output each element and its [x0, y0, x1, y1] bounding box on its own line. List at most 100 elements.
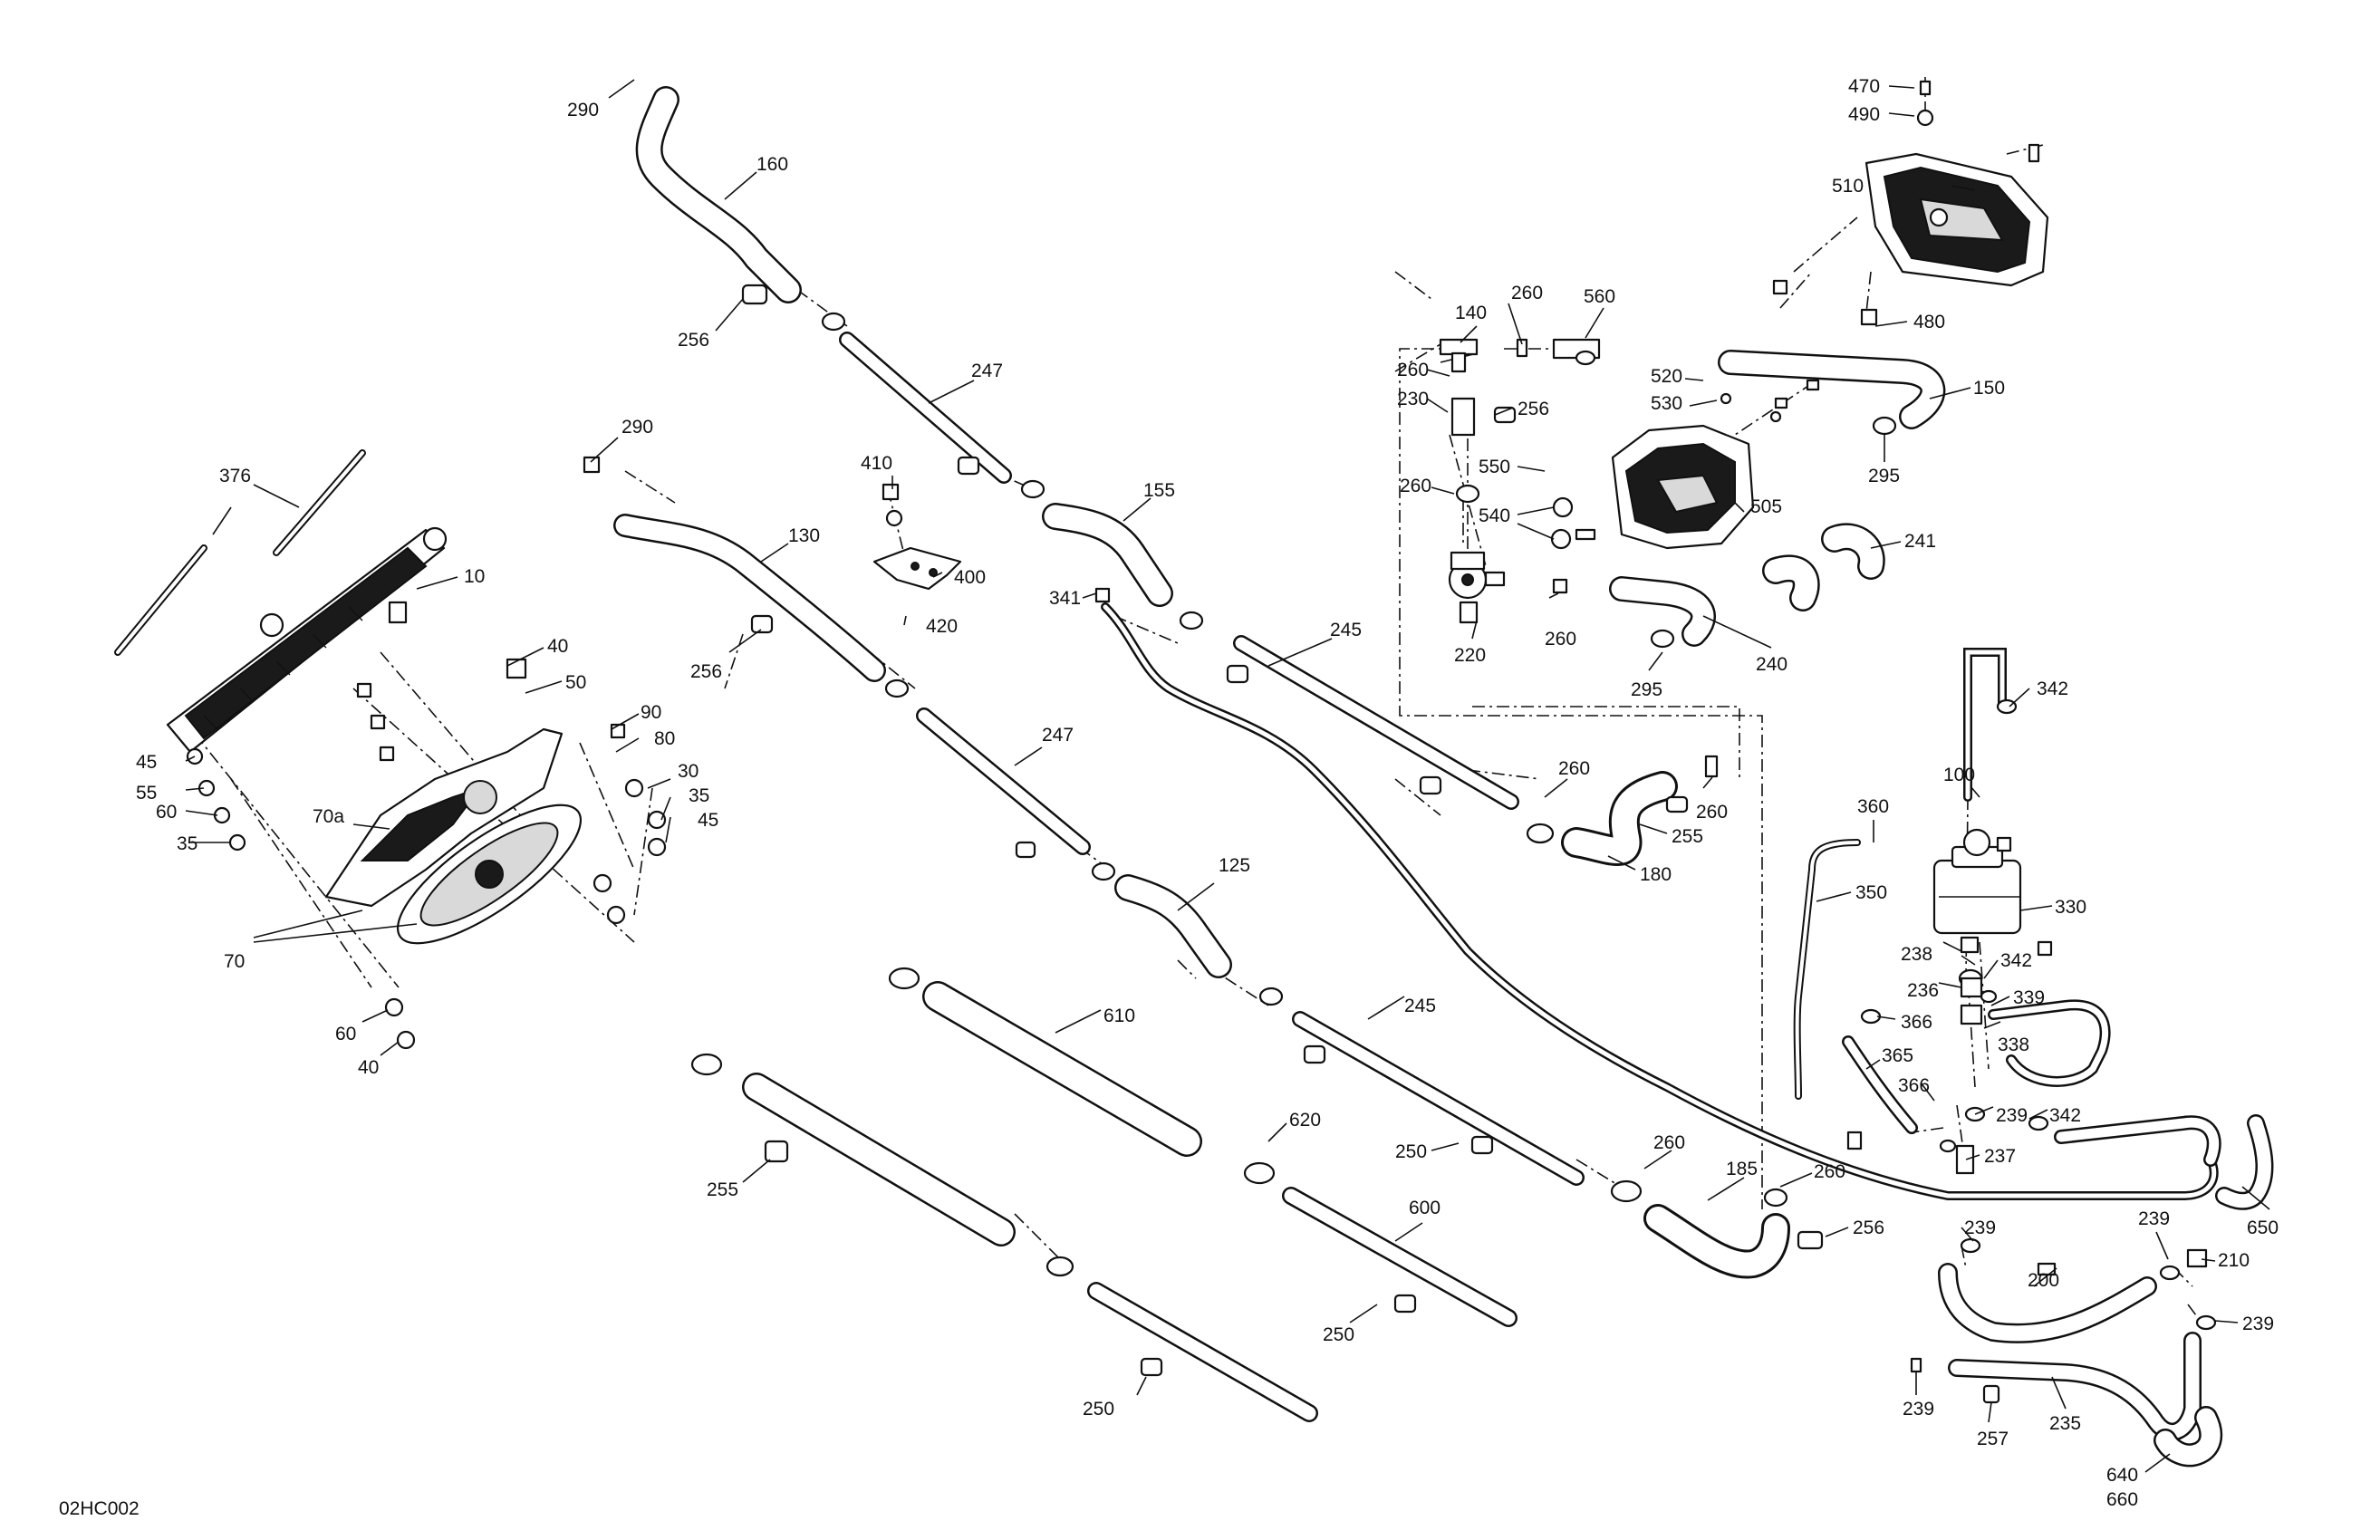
rods-376: [114, 449, 366, 656]
callout-245: 245: [1404, 996, 1436, 1016]
hose-100: [1963, 648, 2007, 802]
callout-540: 540: [1479, 505, 1510, 526]
hose-339: [1988, 999, 2111, 1087]
callout-650: 650: [2247, 1218, 2279, 1238]
tee-140: [1439, 338, 1479, 437]
fan-70: [396, 804, 583, 945]
callout-255: 255: [707, 1179, 738, 1200]
callout-247: 247: [971, 361, 1003, 381]
line-341: [1101, 602, 2219, 1200]
callout-342: 342: [2000, 950, 2032, 971]
callout-260: 260: [1400, 476, 1431, 496]
callout-256: 256: [690, 661, 722, 682]
callout-247: 247: [1042, 725, 1074, 746]
diagram-reference-code: 02HC002: [59, 1498, 140, 1519]
callout-40: 40: [358, 1057, 379, 1078]
tube-250-lower: [1087, 1282, 1318, 1422]
hose-clamps: [741, 284, 2000, 1404]
callout-180: 180: [1640, 864, 1672, 885]
callout-45: 45: [698, 810, 718, 831]
callout-239: 239: [2138, 1208, 2170, 1229]
callout-239: 239: [1903, 1399, 1934, 1420]
callout-160: 160: [756, 154, 788, 175]
callout-45: 45: [136, 752, 157, 773]
callout-260: 260: [1653, 1132, 1685, 1153]
callout-420: 420: [926, 616, 958, 637]
callout-260: 260: [1558, 758, 1590, 779]
callout-238: 238: [1901, 944, 1932, 965]
callout-295: 295: [1631, 679, 1662, 700]
callout-400: 400: [954, 567, 986, 588]
callout-360: 360: [1857, 796, 1889, 817]
hose-640-660: [2154, 1406, 2223, 1468]
callout-240: 240: [1756, 654, 1787, 675]
hose-365: [1842, 1035, 1918, 1134]
tube-245-lower: [1292, 1011, 1585, 1186]
callout-236: 236: [1907, 980, 1939, 1001]
bracket-400: [872, 546, 962, 591]
callout-70a: 70a: [313, 806, 344, 827]
hose-350: [1793, 839, 1861, 1100]
sleeve-255: [742, 1073, 1016, 1246]
hose-650: [2054, 1114, 2274, 1210]
callout-237: 237: [1984, 1146, 2016, 1167]
callout-560: 560: [1584, 286, 1615, 307]
callout-30: 30: [678, 761, 699, 782]
callout-260: 260: [1511, 283, 1543, 303]
callout-366: 366: [1898, 1075, 1930, 1096]
callout-339: 339: [2013, 987, 2045, 1008]
callout-342: 342: [2037, 679, 2068, 699]
thermostat-housing-505: [1611, 424, 1755, 550]
hose-240: [1609, 554, 1820, 647]
callout-350: 350: [1855, 882, 1887, 903]
callout-210: 210: [2218, 1250, 2250, 1271]
callout-241: 241: [1904, 531, 1936, 552]
callout-660: 660: [2106, 1489, 2138, 1510]
hose-185: [1643, 1204, 1790, 1279]
callout-260: 260: [1545, 629, 1576, 650]
callout-520: 520: [1651, 366, 1682, 387]
tube-247-upper: [839, 332, 1012, 484]
callout-250: 250: [1083, 1399, 1114, 1420]
callout-341: 341: [1049, 588, 1081, 609]
callout-260: 260: [1397, 360, 1429, 380]
leader-lines: [185, 79, 2270, 1473]
hose-155: [1042, 503, 1173, 607]
callout-530: 530: [1651, 393, 1682, 414]
callout-365: 365: [1882, 1045, 1913, 1066]
callout-330: 330: [2055, 897, 2086, 918]
callout-130: 130: [788, 525, 820, 546]
callout-55: 55: [136, 783, 157, 804]
callout-410: 410: [861, 453, 892, 474]
callout-200: 200: [2028, 1270, 2059, 1291]
callout-255: 255: [1672, 826, 1703, 847]
callout-35: 35: [177, 833, 198, 854]
callout-239: 239: [2242, 1314, 2274, 1334]
callout-239: 239: [1996, 1105, 2028, 1126]
callout-185: 185: [1726, 1159, 1758, 1179]
callout-290: 290: [567, 100, 599, 120]
callout-256: 256: [1853, 1218, 1884, 1238]
callout-376: 376: [219, 466, 251, 486]
callout-35: 35: [689, 785, 709, 806]
hose-125: [1114, 874, 1232, 978]
valve-220: [1448, 551, 1506, 624]
callout-640: 640: [2106, 1465, 2138, 1486]
callout-610: 610: [1103, 1006, 1135, 1026]
callout-80: 80: [654, 728, 675, 749]
callout-230: 230: [1397, 389, 1429, 409]
callout-90: 90: [641, 702, 661, 723]
fan-shroud-70a: [324, 727, 564, 908]
callout-60: 60: [156, 802, 177, 823]
hose-200: [1938, 1263, 2157, 1343]
tube-247-lower: [916, 707, 1091, 855]
band-clamps: [690, 312, 2217, 1331]
callout-250: 250: [1323, 1324, 1354, 1345]
callout-366: 366: [1901, 1012, 1932, 1033]
callout-250: 250: [1395, 1141, 1427, 1162]
small-fittings: [1516, 80, 2208, 1373]
callout-550: 550: [1479, 457, 1510, 477]
callout-600: 600: [1409, 1198, 1441, 1218]
callout-245: 245: [1330, 620, 1362, 640]
